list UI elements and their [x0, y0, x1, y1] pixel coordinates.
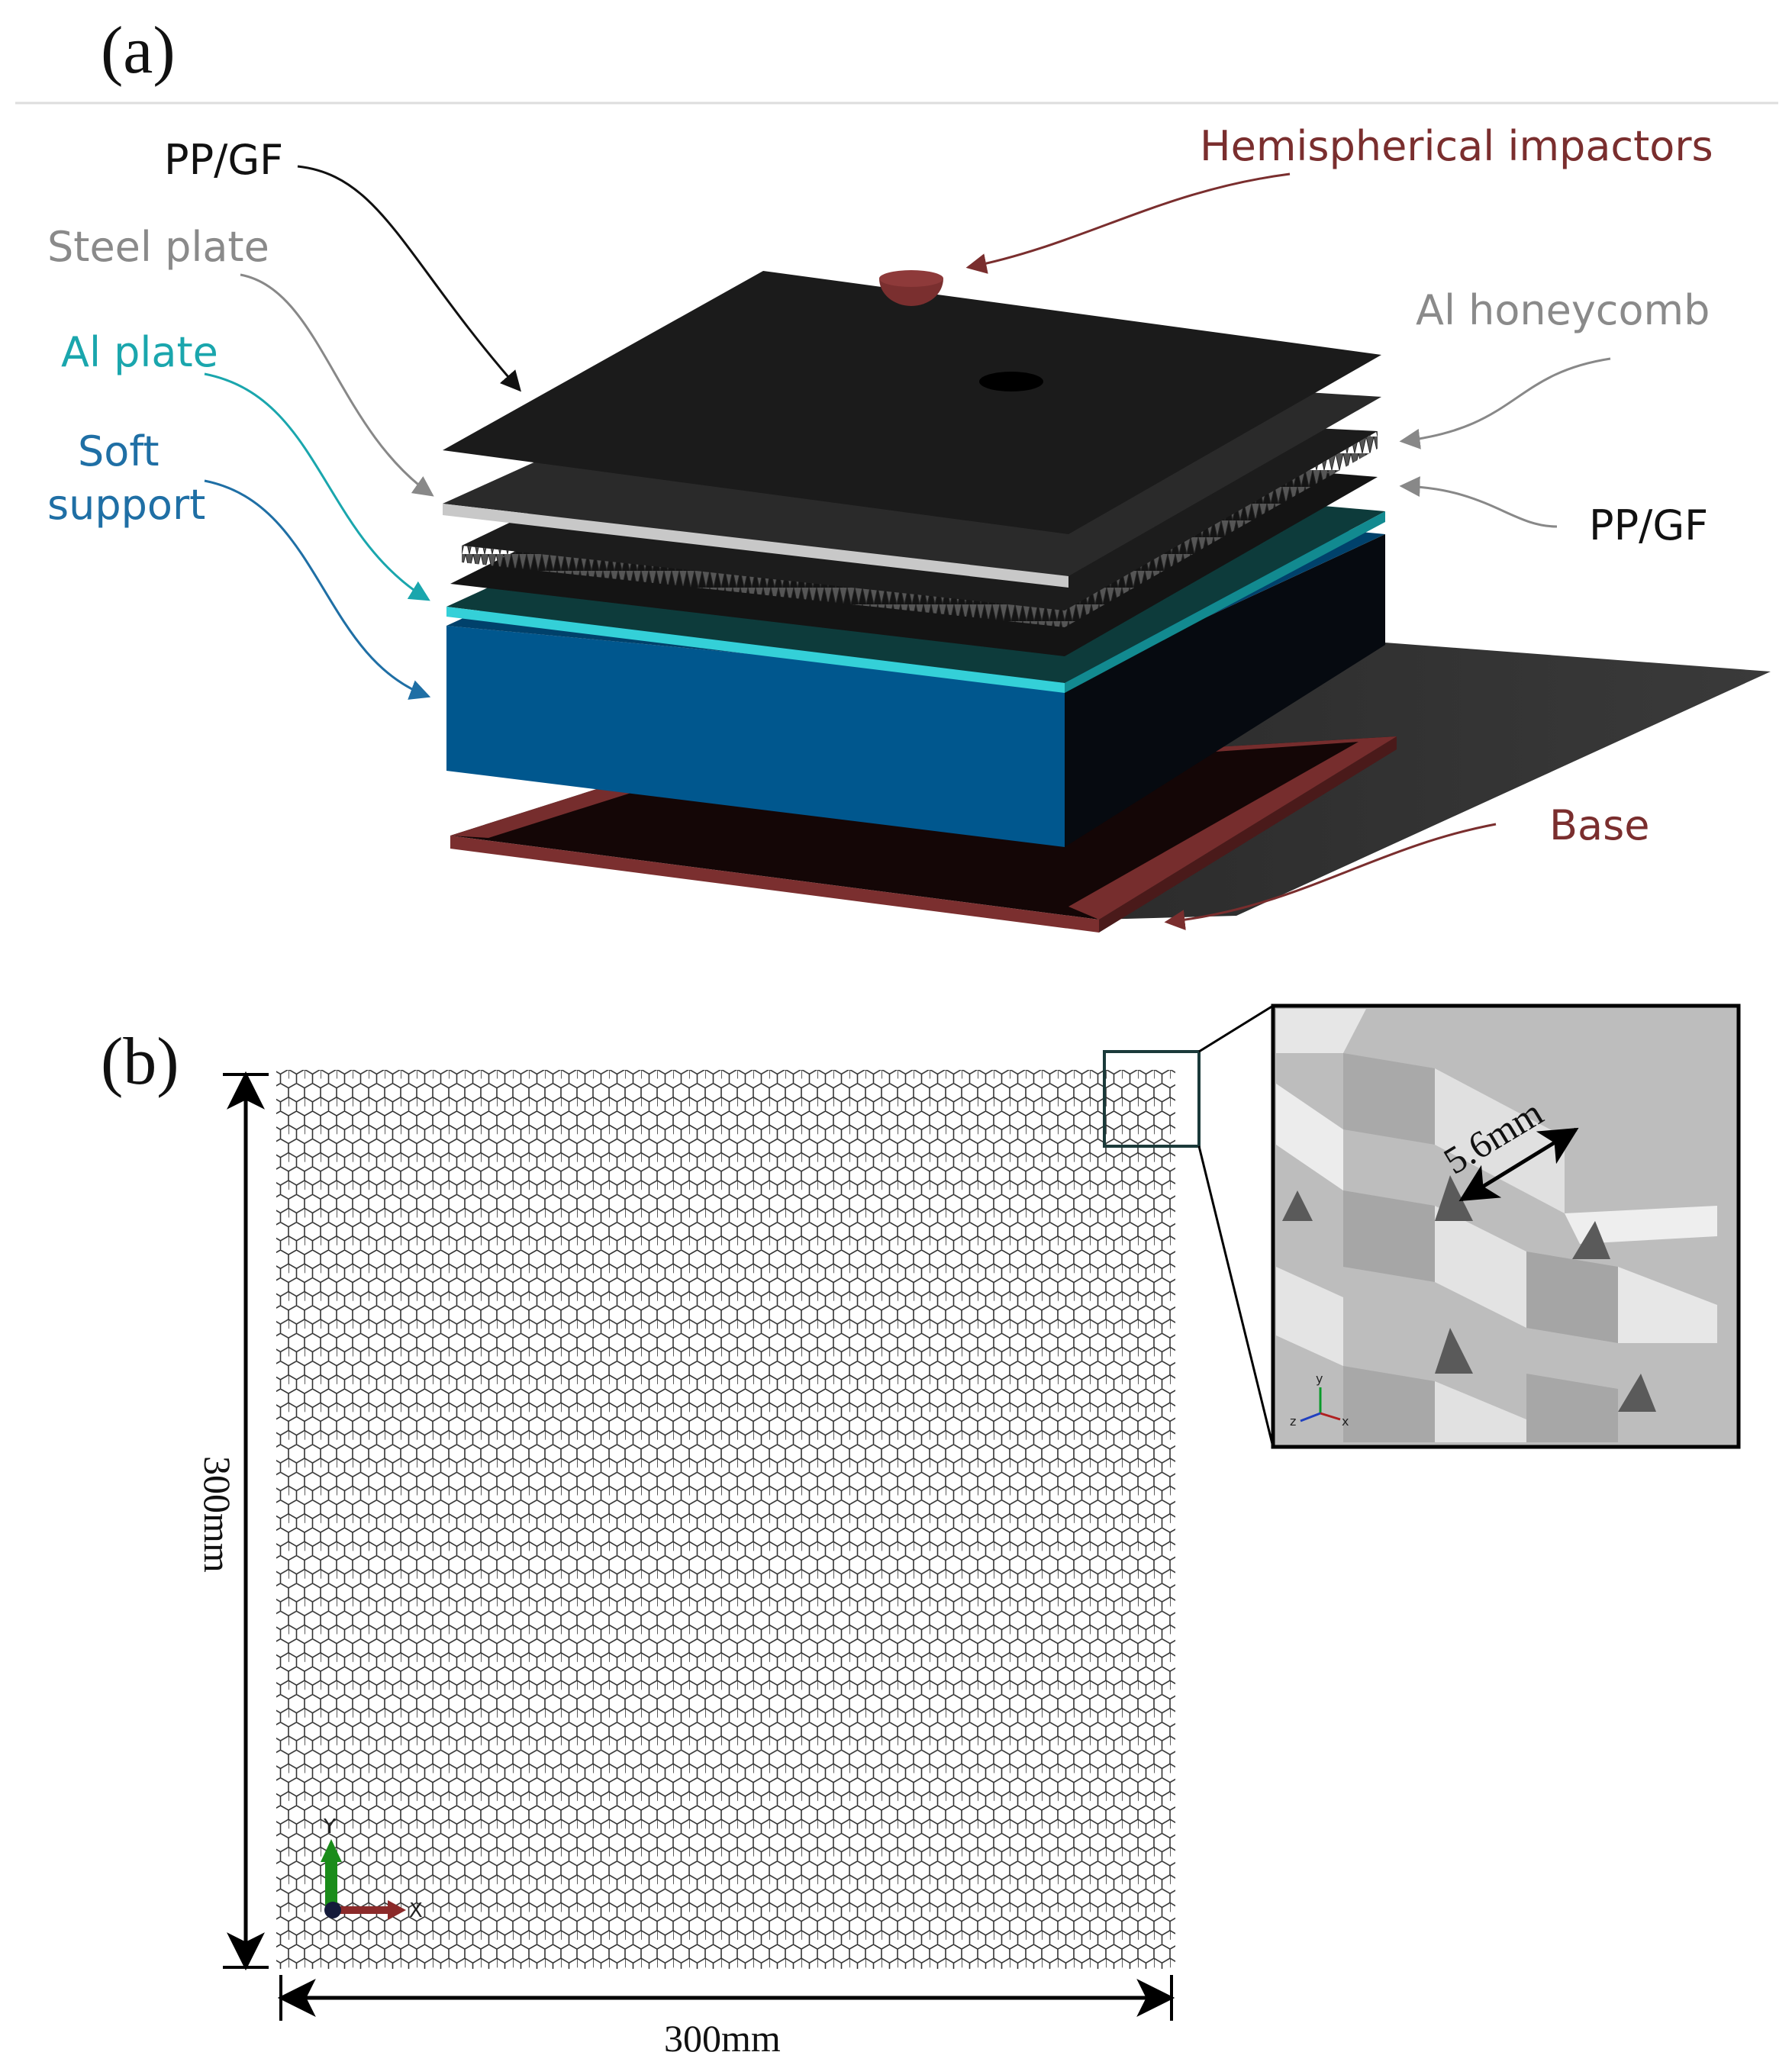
impact-hole: [979, 372, 1043, 391]
callout-base: Base: [1549, 801, 1650, 849]
hemispherical-impactor: [879, 270, 943, 306]
arrow-al-honeycomb: [1399, 357, 1611, 449]
callout-ppgf-right: PP/GF: [1589, 501, 1708, 549]
inset-axis-y-label: y: [1316, 1371, 1323, 1386]
arrow-al-plate: [204, 372, 430, 601]
arrow-base: [1164, 823, 1497, 931]
top-ppgf-layer: [443, 271, 1381, 534]
arrow-soft-support: [204, 479, 431, 700]
horizontal-dimension-label: 300mm: [664, 2017, 781, 2060]
zoom-line-bottom: [1197, 1145, 1275, 1448]
callout-ppgf-top: PP/GF: [164, 136, 283, 184]
zoom-line-top: [1198, 1004, 1274, 1053]
grid-axis-y-label: Y: [323, 1815, 336, 1838]
inset-dimension-arrow: [1458, 1127, 1579, 1202]
arrow-ppgf-right: [1399, 476, 1558, 528]
inset-axis-x-label: x: [1342, 1414, 1349, 1429]
arrow-steel-plate: [240, 273, 434, 497]
inset-zoom-view: 5.6mm y z x: [1271, 1004, 1741, 1449]
callout-soft-support-line2: support: [47, 481, 205, 529]
arrow-impactors: [965, 172, 1291, 274]
panel-a-label: (a): [101, 14, 176, 88]
vertical-dimension-label: 300mm: [196, 1456, 239, 1573]
callout-soft-support-line1: Soft: [78, 427, 160, 475]
callout-al-plate: Al plate: [61, 328, 218, 376]
callout-steel-plate: Steel plate: [47, 223, 269, 271]
arrow-ppgf-top: [297, 165, 521, 392]
callout-al-honeycomb: Al honeycomb: [1416, 286, 1710, 334]
inset-axis-triad: y z x: [1290, 1371, 1349, 1429]
inset-axis-z-label: z: [1290, 1414, 1296, 1429]
panel-a: (a): [15, 14, 1778, 933]
grid-axis-triad: Y X: [321, 1815, 423, 1922]
honeycomb-grid: [276, 1070, 1175, 1969]
zoom-region-box: [1103, 1050, 1201, 1148]
callout-impactors: Hemispherical impactors: [1200, 122, 1713, 170]
panel-b: (b): [101, 1004, 1741, 2060]
grid-axis-x-label: X: [409, 1899, 423, 1922]
panel-b-label: (b): [101, 1025, 179, 1099]
